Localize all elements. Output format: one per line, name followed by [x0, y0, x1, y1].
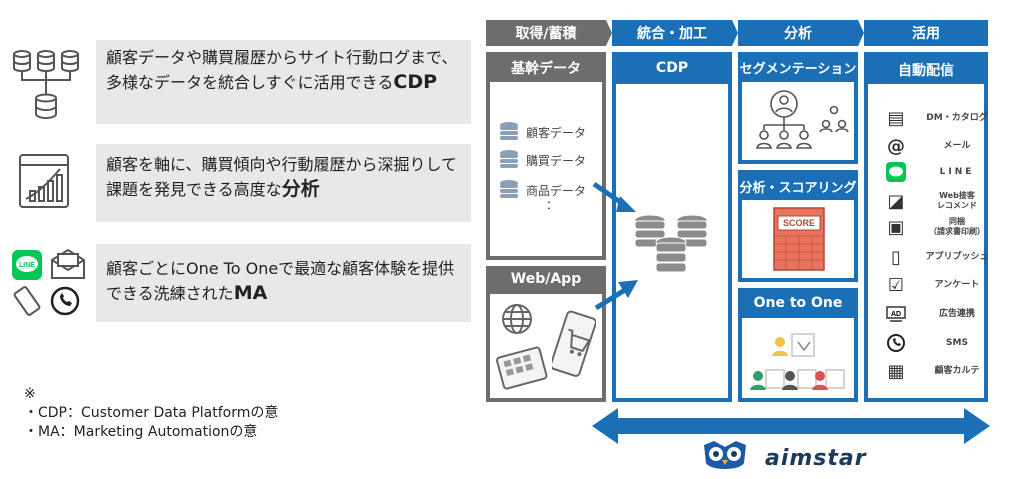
delivery-panel: [868, 84, 984, 398]
flow-arrow-core: [592, 181, 636, 212]
brand-name: aimstar: [765, 446, 867, 471]
one-to-one-title: One to One: [753, 295, 843, 311]
mail-icon: [51, 248, 85, 279]
channel-sms: SMS: [885, 332, 997, 354]
channel-line-label: LINE: [939, 167, 975, 177]
source-customer-label: 顧客データ: [526, 125, 587, 140]
package-icon: ▣: [887, 216, 905, 238]
channel-dm-label: DM・カタログ: [926, 113, 988, 123]
feature-ma-em: MA: [233, 282, 268, 304]
line-icon: [885, 161, 907, 183]
source-purchase-label: 購買データ: [526, 153, 587, 168]
tablet-grid-icon: [496, 346, 548, 390]
smartphone-icon: [13, 286, 41, 316]
messaging-apps-icon: LINE: [12, 246, 88, 318]
channel-ads: AD 広告連携: [885, 303, 997, 325]
segmentation-people-icon: [756, 90, 849, 149]
database-icon: [500, 122, 518, 140]
channel-push-label: アプリプッシュ: [925, 252, 989, 262]
channel-mail-label: メール: [943, 141, 971, 151]
smartphone-icon: ▯: [891, 246, 901, 268]
one-to-one-people-icon: [750, 333, 845, 390]
channel-bundle-label: 同梱 （請求書印刷）: [929, 217, 985, 236]
stage-analyze: 分析: [738, 20, 858, 46]
channel-line: LINE: [885, 161, 997, 183]
phone-icon: [885, 332, 907, 354]
feature-ma-text: 顧客ごとにOne To Oneで最適な顧客体験を提供できる洗練された: [106, 259, 455, 303]
stage-acquire: 取得/蓄積: [486, 20, 606, 46]
channel-mail: @ メール: [885, 135, 997, 157]
channel-karte: ▦ 顧客カルテ: [885, 360, 997, 382]
svg-text:LINE: LINE: [19, 262, 35, 269]
channel-push: ▯ アプリプッシュ: [885, 246, 997, 268]
globe-icon: [502, 304, 532, 334]
channel-sms-label: SMS: [946, 338, 968, 348]
note-ma: ・MA：Marketing Automationの意: [24, 424, 258, 440]
flow-arrow-web: [594, 280, 638, 311]
document-icon: ▤: [887, 107, 905, 129]
whatsapp-icon: [50, 286, 80, 316]
channel-karte-label: 顧客カルテ: [934, 366, 980, 376]
score-board-icon: [773, 207, 825, 271]
feature-ma: 顧客ごとにOne To Oneで最適な顧客体験を提供できる洗練されたMA: [96, 244, 471, 322]
stage-arrow-heads: [606, 20, 864, 46]
scoring-title: 分析・スコアリング: [739, 181, 857, 196]
line-app-icon: LINE: [12, 250, 42, 280]
channel-survey-label: アンケート: [934, 280, 980, 290]
web-app-title: Web/App: [510, 271, 582, 287]
note-cdp: ・CDP：Customer Data Platformの意: [24, 405, 279, 421]
feature-cdp: 顧客データや購買履歴からサイト行動ログまで、多様なデータを統合しすぐに活用できる…: [96, 40, 471, 124]
database-icon: [500, 150, 518, 168]
channel-survey: ☑ アンケート: [885, 274, 997, 296]
core-data-panel: [490, 82, 602, 256]
stage-integrate: 統合・加工: [612, 20, 732, 46]
channel-ads-label: 広告連携: [938, 309, 975, 319]
note-mark: ※: [24, 386, 36, 402]
feature-analysis-text: 顧客を軸に、購買傾向や行動履歴から深掘りして課題を発見できる高度な: [106, 155, 458, 199]
svg-text:AD: AD: [891, 311, 901, 318]
source-more: ：: [546, 198, 559, 212]
segmentation-title: セグメンテーション: [739, 62, 857, 77]
channel-dm: ▤ DM・カタログ: [885, 107, 997, 129]
analytics-chart-icon: [19, 154, 69, 208]
source-product-label: 商品データ: [526, 183, 587, 198]
channel-web: ◪ Web接客 レコメンド: [885, 190, 997, 212]
feature-analysis: 顧客を軸に、購買傾向や行動履歴から深掘りして課題を発見できる高度な分析: [96, 144, 471, 222]
stage-utilize: 活用: [864, 20, 988, 46]
channel-web-label: Web接客 レコメンド: [937, 191, 977, 210]
cdp-database-cluster-icon: [634, 214, 708, 273]
source-customer: 顧客データ: [500, 122, 586, 142]
core-data-title: 基幹データ: [511, 61, 581, 77]
chart-file-icon: ▦: [887, 360, 905, 382]
feature-cdp-em: CDP: [393, 71, 438, 93]
source-product: 商品データ: [500, 180, 586, 200]
source-purchase: 購買データ: [500, 150, 586, 170]
clipboard-icon: ☑: [887, 274, 905, 296]
database-network-icon: [13, 50, 79, 120]
at-sign-icon: @: [887, 135, 905, 157]
database-icon: [500, 180, 518, 198]
cdp-title: CDP: [655, 60, 689, 76]
web-tag-icon: ◪: [887, 190, 905, 212]
feature-analysis-em: 分析: [281, 178, 320, 200]
double-arrow: [592, 408, 990, 444]
score-label: SCORE: [782, 218, 815, 228]
feature-cdp-text: 顧客データや購買履歴からサイト行動ログまで、多様なデータを統合しすぐに活用できる: [106, 48, 458, 92]
delivery-title: 自動配信: [898, 63, 954, 79]
shopping-phone-icon: [552, 310, 596, 377]
aimstar-owl-logo: [704, 441, 746, 469]
ad-icon: AD: [885, 303, 907, 325]
channel-bundle: ▣ 同梱 （請求書印刷）: [885, 216, 997, 238]
